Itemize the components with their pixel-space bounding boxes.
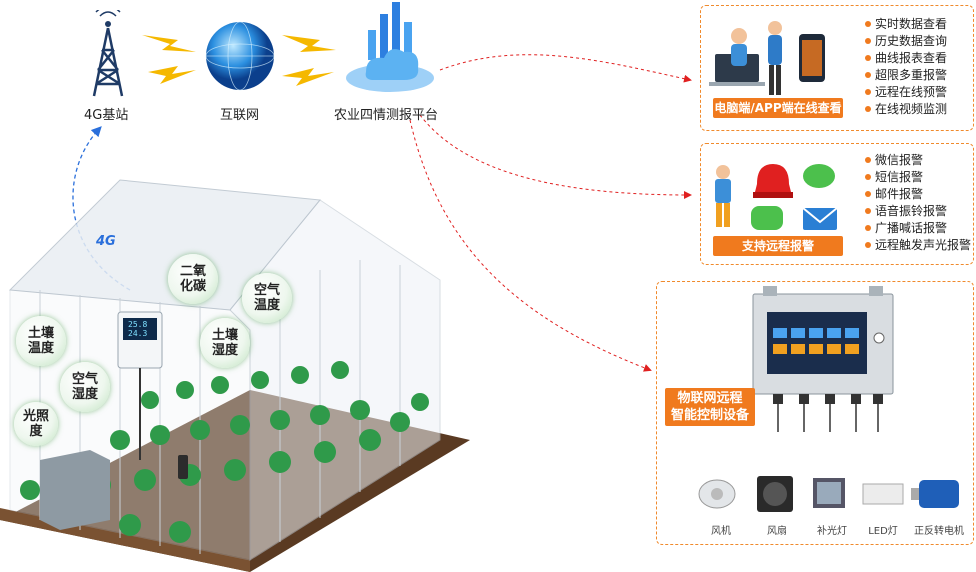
device-label-fan: 风机 [711, 526, 731, 537]
online-feature-item: 历史数据查询 [865, 33, 947, 50]
cell-tower-icon [92, 10, 124, 97]
motor-icon [911, 480, 959, 508]
light-label: 光照度 [23, 409, 50, 439]
arrow-to-online-panel [439, 54, 692, 83]
control-device-panel: 物联网远程 智能控制设备 风机 风扇 补光灯 LED灯 正反转电机 [656, 281, 974, 545]
arrow-to-alarm-panel [419, 114, 692, 199]
soil-temp-label: 土壤温度 [27, 326, 54, 356]
base-station-label: 4G基站 [84, 108, 129, 123]
online-view-banner: 电脑端/APP端在线查看 [713, 98, 843, 118]
alarm-feature-item: 语音振铃报警 [865, 203, 971, 220]
controller-cabinet [752, 286, 894, 432]
air-temp-label: 空气温度 [253, 283, 280, 313]
sensor-reading-1: 25.8 [128, 320, 148, 329]
alarm-icons [715, 164, 838, 230]
alarm-feature-list: 微信报警 短信报警 邮件报警 语音振铃报警 广播喊话报警 远程触发声光报警 [865, 152, 971, 254]
co2-bubble: 二氧化碳 [168, 254, 218, 304]
grow-light-icon [813, 478, 845, 508]
globe-icon [205, 21, 275, 91]
online-feature-item: 实时数据查看 [865, 16, 947, 33]
sensor-reading-2: 24.3 [128, 329, 148, 338]
control-label-line2: 智能控制设备 [671, 408, 750, 423]
uplink-arrow [72, 126, 131, 291]
cloud-platform-icon [346, 2, 434, 92]
people-devices-icon [709, 21, 825, 95]
lightning-icon [282, 35, 336, 52]
alarm-feature-item: 微信报警 [865, 152, 971, 169]
online-feature-item: 远程在线预警 [865, 84, 947, 101]
lightning-icon [142, 35, 196, 52]
lightning-icon [282, 68, 334, 86]
air-temp-bubble: 空气温度 [242, 273, 292, 323]
online-view-panel: 电脑端/APP端在线查看 实时数据查看 历史数据查询 曲线报表查看 超限多重报警… [700, 5, 974, 131]
arrow-to-control-panel [409, 119, 652, 372]
exhaust-fan-icon [698, 479, 736, 509]
co2-label: 二氧化碳 [179, 264, 206, 294]
air-humidity-label: 空气湿度 [71, 372, 98, 402]
4g-badge: 4G [96, 234, 116, 249]
internet-label: 互联网 [220, 108, 260, 123]
device-label-fan2: 风扇 [767, 526, 787, 537]
online-feature-item: 超限多重报警 [865, 67, 947, 84]
led-light-icon [862, 483, 904, 505]
platform-label: 农业四情测报平台 [334, 108, 439, 123]
control-label-line1: 物联网远程 [677, 391, 743, 406]
soil-temp-bubble: 土壤温度 [16, 316, 66, 366]
alarm-feature-item: 远程触发声光报警 [865, 237, 971, 254]
device-label-motor: 正反转电机 [914, 526, 964, 537]
remote-alarm-panel: 支持远程报警 微信报警 短信报警 邮件报警 语音振铃报警 广播喊话报警 远程触发… [700, 143, 974, 265]
device-icons [698, 476, 959, 512]
sensor-display: 25.8 24.3 [128, 320, 147, 338]
soil-moisture-label: 土壤湿度 [211, 328, 238, 358]
lightning-icon [148, 66, 196, 84]
air-humidity-bubble: 空气湿度 [60, 362, 110, 412]
online-feature-list: 实时数据查看 历史数据查询 曲线报表查看 超限多重报警 远程在线预警 在线视频监… [865, 16, 947, 118]
device-label-grow-light: 补光灯 [817, 526, 847, 537]
alarm-feature-item: 邮件报警 [865, 186, 971, 203]
light-bubble: 光照度 [14, 402, 58, 446]
alarm-feature-item: 广播喊话报警 [865, 220, 971, 237]
device-label-led: LED灯 [868, 526, 898, 537]
alarm-feature-item: 短信报警 [865, 169, 971, 186]
control-device-label: 物联网远程 智能控制设备 [665, 388, 756, 426]
remote-alarm-banner: 支持远程报警 [713, 236, 843, 256]
online-feature-item: 曲线报表查看 [865, 50, 947, 67]
soil-moisture-bubble: 土壤湿度 [200, 318, 250, 368]
online-feature-item: 在线视频监测 [865, 101, 947, 118]
fan-icon [757, 476, 793, 512]
